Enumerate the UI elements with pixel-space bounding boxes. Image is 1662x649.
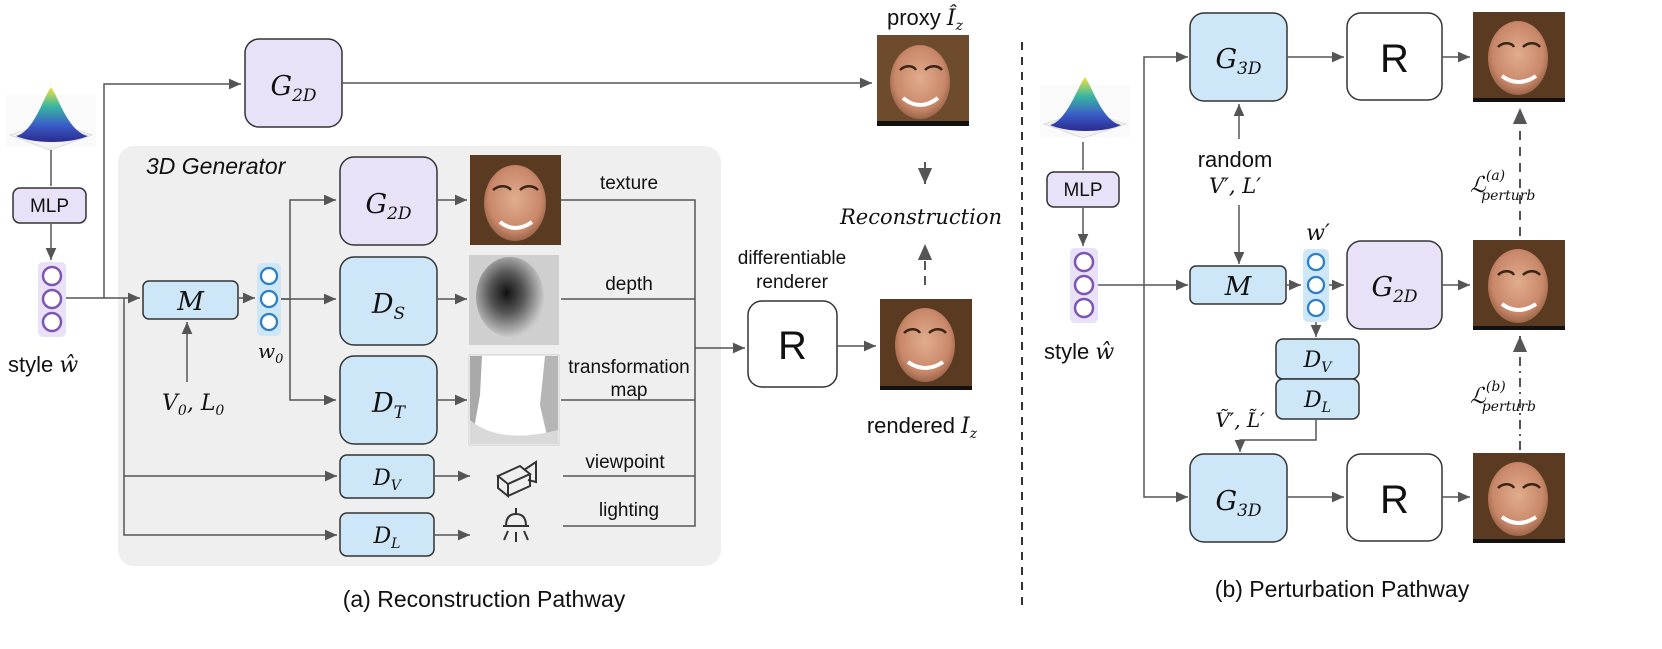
renderer-box: [747, 300, 838, 388]
dv-label-right: DV: [1303, 348, 1334, 376]
random-label: random: [1198, 147, 1273, 172]
viewpoint-label: viewpoint: [585, 452, 665, 473]
g3d-top-label: G3D: [1215, 44, 1261, 79]
mlp-box: [12, 187, 87, 224]
dl-box-right: [1275, 378, 1360, 420]
v0-l0-label: V0, L0: [162, 391, 224, 419]
g2d-top-box: [244, 38, 343, 128]
style-label-right: style ŵ: [1044, 339, 1114, 365]
camera-icon: [496, 460, 537, 499]
w0-label: w0: [258, 339, 283, 367]
face-image-middle: [1473, 240, 1565, 330]
lighting-label: lighting: [599, 500, 659, 521]
rendered-face-image: [880, 299, 972, 390]
left-caption: (a) Reconstruction Pathway: [343, 586, 626, 612]
dv-label: DV: [372, 466, 403, 494]
g3d-top-box: [1189, 12, 1288, 102]
loss-b-label: ℒ(b)perturb: [1470, 379, 1536, 415]
proxy-face-image: [877, 35, 969, 126]
ds-label: DS: [371, 289, 405, 324]
mapping-label-right: M: [1224, 272, 1253, 302]
g2d-inner-label: G2D: [365, 189, 411, 224]
renderer-label-1: differentiable: [738, 248, 846, 269]
mapping-label: M: [176, 287, 205, 317]
depth-label: depth: [605, 274, 653, 295]
renderer-label-2: renderer: [756, 272, 828, 293]
g2d-right-box: [1346, 240, 1443, 330]
texture-label: texture: [600, 173, 658, 194]
g3d-bottom-box: [1189, 453, 1288, 543]
gaussian-surface-icon: [6, 87, 96, 151]
face-image-bottom: [1473, 453, 1565, 543]
dl-label: DL: [373, 524, 401, 552]
style-latent: [38, 262, 66, 337]
gaussian-surface-icon: [1040, 77, 1130, 139]
rendered-label: rendered Iz: [867, 413, 978, 442]
lamp-icon: [503, 508, 529, 542]
mapping-box: [142, 280, 239, 320]
g2d-right-label: G2D: [1371, 272, 1417, 307]
w-prime-label: w′: [1306, 221, 1330, 246]
dl-label-right: DL: [1303, 388, 1331, 416]
loss-a-label: ℒ(a)perturb: [1470, 168, 1535, 204]
mlp-box-right: [1046, 171, 1120, 208]
style-latent-right: [1070, 248, 1098, 323]
mlp-label: MLP: [30, 196, 69, 217]
texture-face-image: [470, 155, 561, 245]
w0-latent: [257, 263, 281, 336]
g2d-top-label: G2D: [270, 71, 316, 106]
depth-map-icon: [469, 255, 559, 345]
reconstruction-label: Reconstruction: [839, 205, 1002, 229]
renderer-bottom-label: R: [1380, 478, 1409, 522]
perturbed-vl-label: Ṽ′, L̃′: [1215, 408, 1265, 432]
dt-label: DT: [371, 388, 407, 423]
proxy-label: proxy Îz: [887, 4, 964, 34]
transformation-label-2: map: [611, 380, 648, 401]
face-image-top: [1473, 12, 1565, 102]
style-label: style ŵ: [8, 352, 78, 378]
w-prime-latent: [1303, 249, 1329, 322]
ds-box: [339, 256, 438, 346]
renderer-top-label: R: [1380, 37, 1409, 81]
random-vl-label: V′, L′: [1209, 174, 1261, 198]
renderer-r-label: R: [778, 324, 807, 368]
transformation-map-icon: [468, 354, 560, 446]
g3d-bottom-label: G3D: [1215, 486, 1261, 521]
mlp-label-right: MLP: [1063, 180, 1102, 201]
g2d-inner-box: [339, 156, 438, 246]
generator-title: 3D Generator: [146, 153, 287, 179]
transformation-label-1: transformation: [568, 357, 689, 378]
right-caption: (b) Perturbation Pathway: [1215, 576, 1470, 602]
